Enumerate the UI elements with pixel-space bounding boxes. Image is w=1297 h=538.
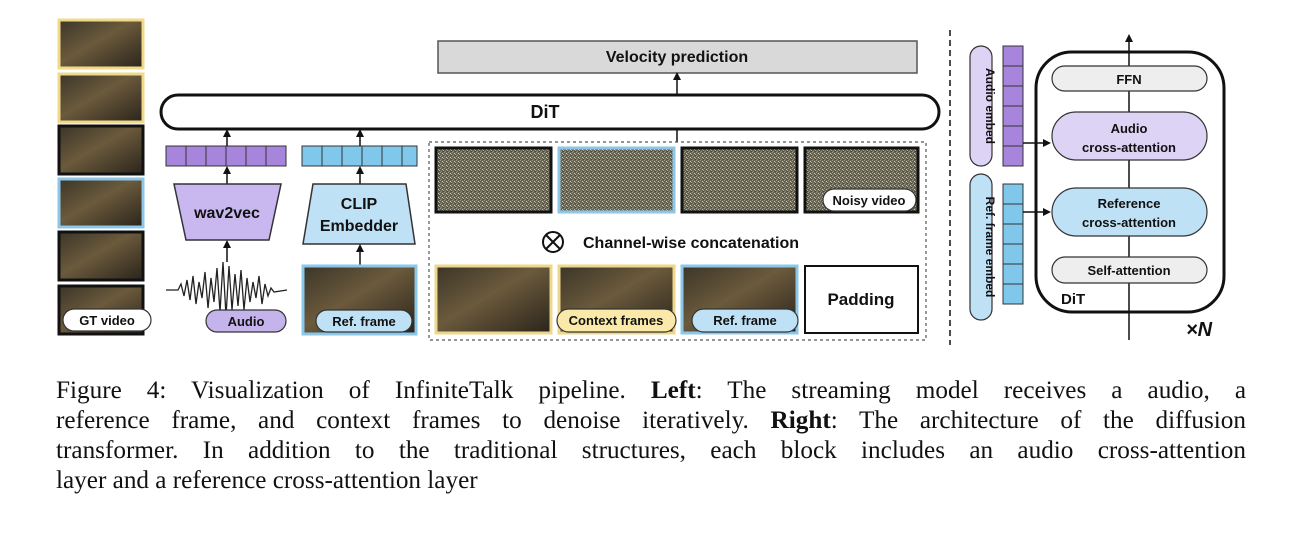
dit-block-frame: [1034, 50, 1226, 314]
noisy-frame-3: [680, 146, 799, 214]
padding-label: Padding: [827, 290, 894, 309]
gt-frame-1: [57, 18, 145, 70]
gt-frame-3: [57, 124, 145, 176]
ref-frame-label: Ref. frame: [332, 314, 396, 329]
caption-fig-label: Figure 4: Visualization of InfiniteTalk …: [56, 377, 626, 404]
caption-line-1: Figure 4: Visualization of InfiniteTalk …: [56, 376, 1246, 406]
audio-pill: [205, 309, 287, 333]
audio-branch: wav2vec Audio: [165, 129, 288, 333]
audio-embed-pill: [969, 45, 993, 167]
caption-line-2: reference frame, and context frames to d…: [56, 406, 1246, 436]
caption-line-3: transformer. In addition to the traditio…: [56, 437, 1246, 464]
caption-line2-a: reference frame, and context frames to d…: [56, 407, 749, 434]
self-attention-box: [1051, 256, 1208, 284]
ref-embed-pill: [969, 173, 993, 321]
figure-caption: Figure 4: Visualization of InfiniteTalk …: [56, 376, 1246, 496]
context-frames-pill: [556, 308, 677, 333]
input-container: [428, 141, 927, 341]
ffn-box: [1051, 65, 1208, 92]
gt-video-label: GT video: [79, 313, 135, 328]
context-row: Context frames Ref. frame Padding: [434, 264, 919, 335]
noisy-video-pill: [822, 188, 917, 212]
wav2vec-encoder: [173, 183, 282, 241]
audio-label: Audio: [228, 314, 265, 329]
clip-label-line2: Embedder: [320, 218, 398, 235]
dit-block: FFN Audio cross-attention Reference cros…: [1034, 34, 1226, 341]
pipeline-diagram: GT video Velocity prediction DiT wav2vec…: [57, 18, 1226, 345]
ref-embed-tokens: [1002, 183, 1024, 305]
context-frames-label: Context frames: [569, 313, 664, 328]
repeat-n-label: ×N: [1186, 319, 1213, 341]
audio-embed-group: Audio embed: [969, 45, 1051, 167]
ref-embed-label: Ref. frame embed: [983, 197, 997, 298]
clip-embedder: [302, 183, 416, 245]
caption-right-bold: Right: [770, 407, 831, 434]
audio-xattn-line1: Audio: [1111, 121, 1148, 136]
velocity-prediction-box: [437, 40, 918, 74]
audio-embed-label: Audio embed: [983, 68, 997, 144]
ref-xattn-line1: Reference: [1098, 196, 1161, 211]
clip-label-line1: CLIP: [341, 196, 378, 213]
gt-frame-2: [57, 72, 145, 124]
padding-box: [804, 265, 919, 334]
caption-right-text: : The architecture of the diffusion: [830, 407, 1246, 434]
gt-frame-5: [57, 230, 145, 282]
velocity-prediction-label: Velocity prediction: [606, 49, 748, 66]
noisy-video-label: Noisy video: [833, 193, 906, 208]
dit-bar-label: DiT: [531, 102, 560, 122]
concat-row: Channel-wise concatenation: [542, 231, 799, 253]
gt-frame-4: [57, 177, 145, 229]
reference-cross-attention-box: [1051, 187, 1208, 237]
ref-frame-label-2: Ref. frame: [713, 313, 777, 328]
self-attention-label: Self-attention: [1087, 263, 1170, 278]
noisy-frame-1: [434, 146, 553, 214]
caption-left-text: : The streaming model receives a audio, …: [695, 377, 1246, 404]
ffn-label: FFN: [1116, 72, 1141, 87]
ref-frame-pill: [315, 309, 413, 333]
concat-label: Channel-wise concatenation: [583, 235, 799, 252]
audio-cross-attention-box: [1051, 111, 1208, 161]
audio-waveform-icon: [166, 261, 288, 317]
noisy-video-row: Noisy video: [434, 146, 920, 214]
caption-left-bold: Left: [650, 377, 696, 404]
wav2vec-label: wav2vec: [193, 205, 260, 222]
dit-bar: [159, 93, 941, 131]
ref-token-row: [301, 145, 418, 167]
clip-branch: CLIP Embedder Ref. frame: [301, 129, 418, 336]
noisy-frame-2: [557, 146, 676, 214]
ref-embed-group: Ref. frame embed: [969, 173, 1051, 321]
dit-block-label: DiT: [1061, 291, 1085, 308]
caption-line-4: layer and a reference cross-attention la…: [56, 467, 478, 494]
ref-frame-pill-2: [691, 308, 799, 333]
audio-xattn-line2: cross-attention: [1082, 140, 1176, 155]
gt-video-pill: [62, 308, 152, 332]
audio-token-row: [165, 145, 287, 167]
context-frame-1: [434, 264, 553, 335]
gt-video-frames: GT video: [57, 18, 152, 336]
audio-embed-tokens: [1002, 45, 1024, 167]
ref-xattn-line2: cross-attention: [1082, 215, 1176, 230]
